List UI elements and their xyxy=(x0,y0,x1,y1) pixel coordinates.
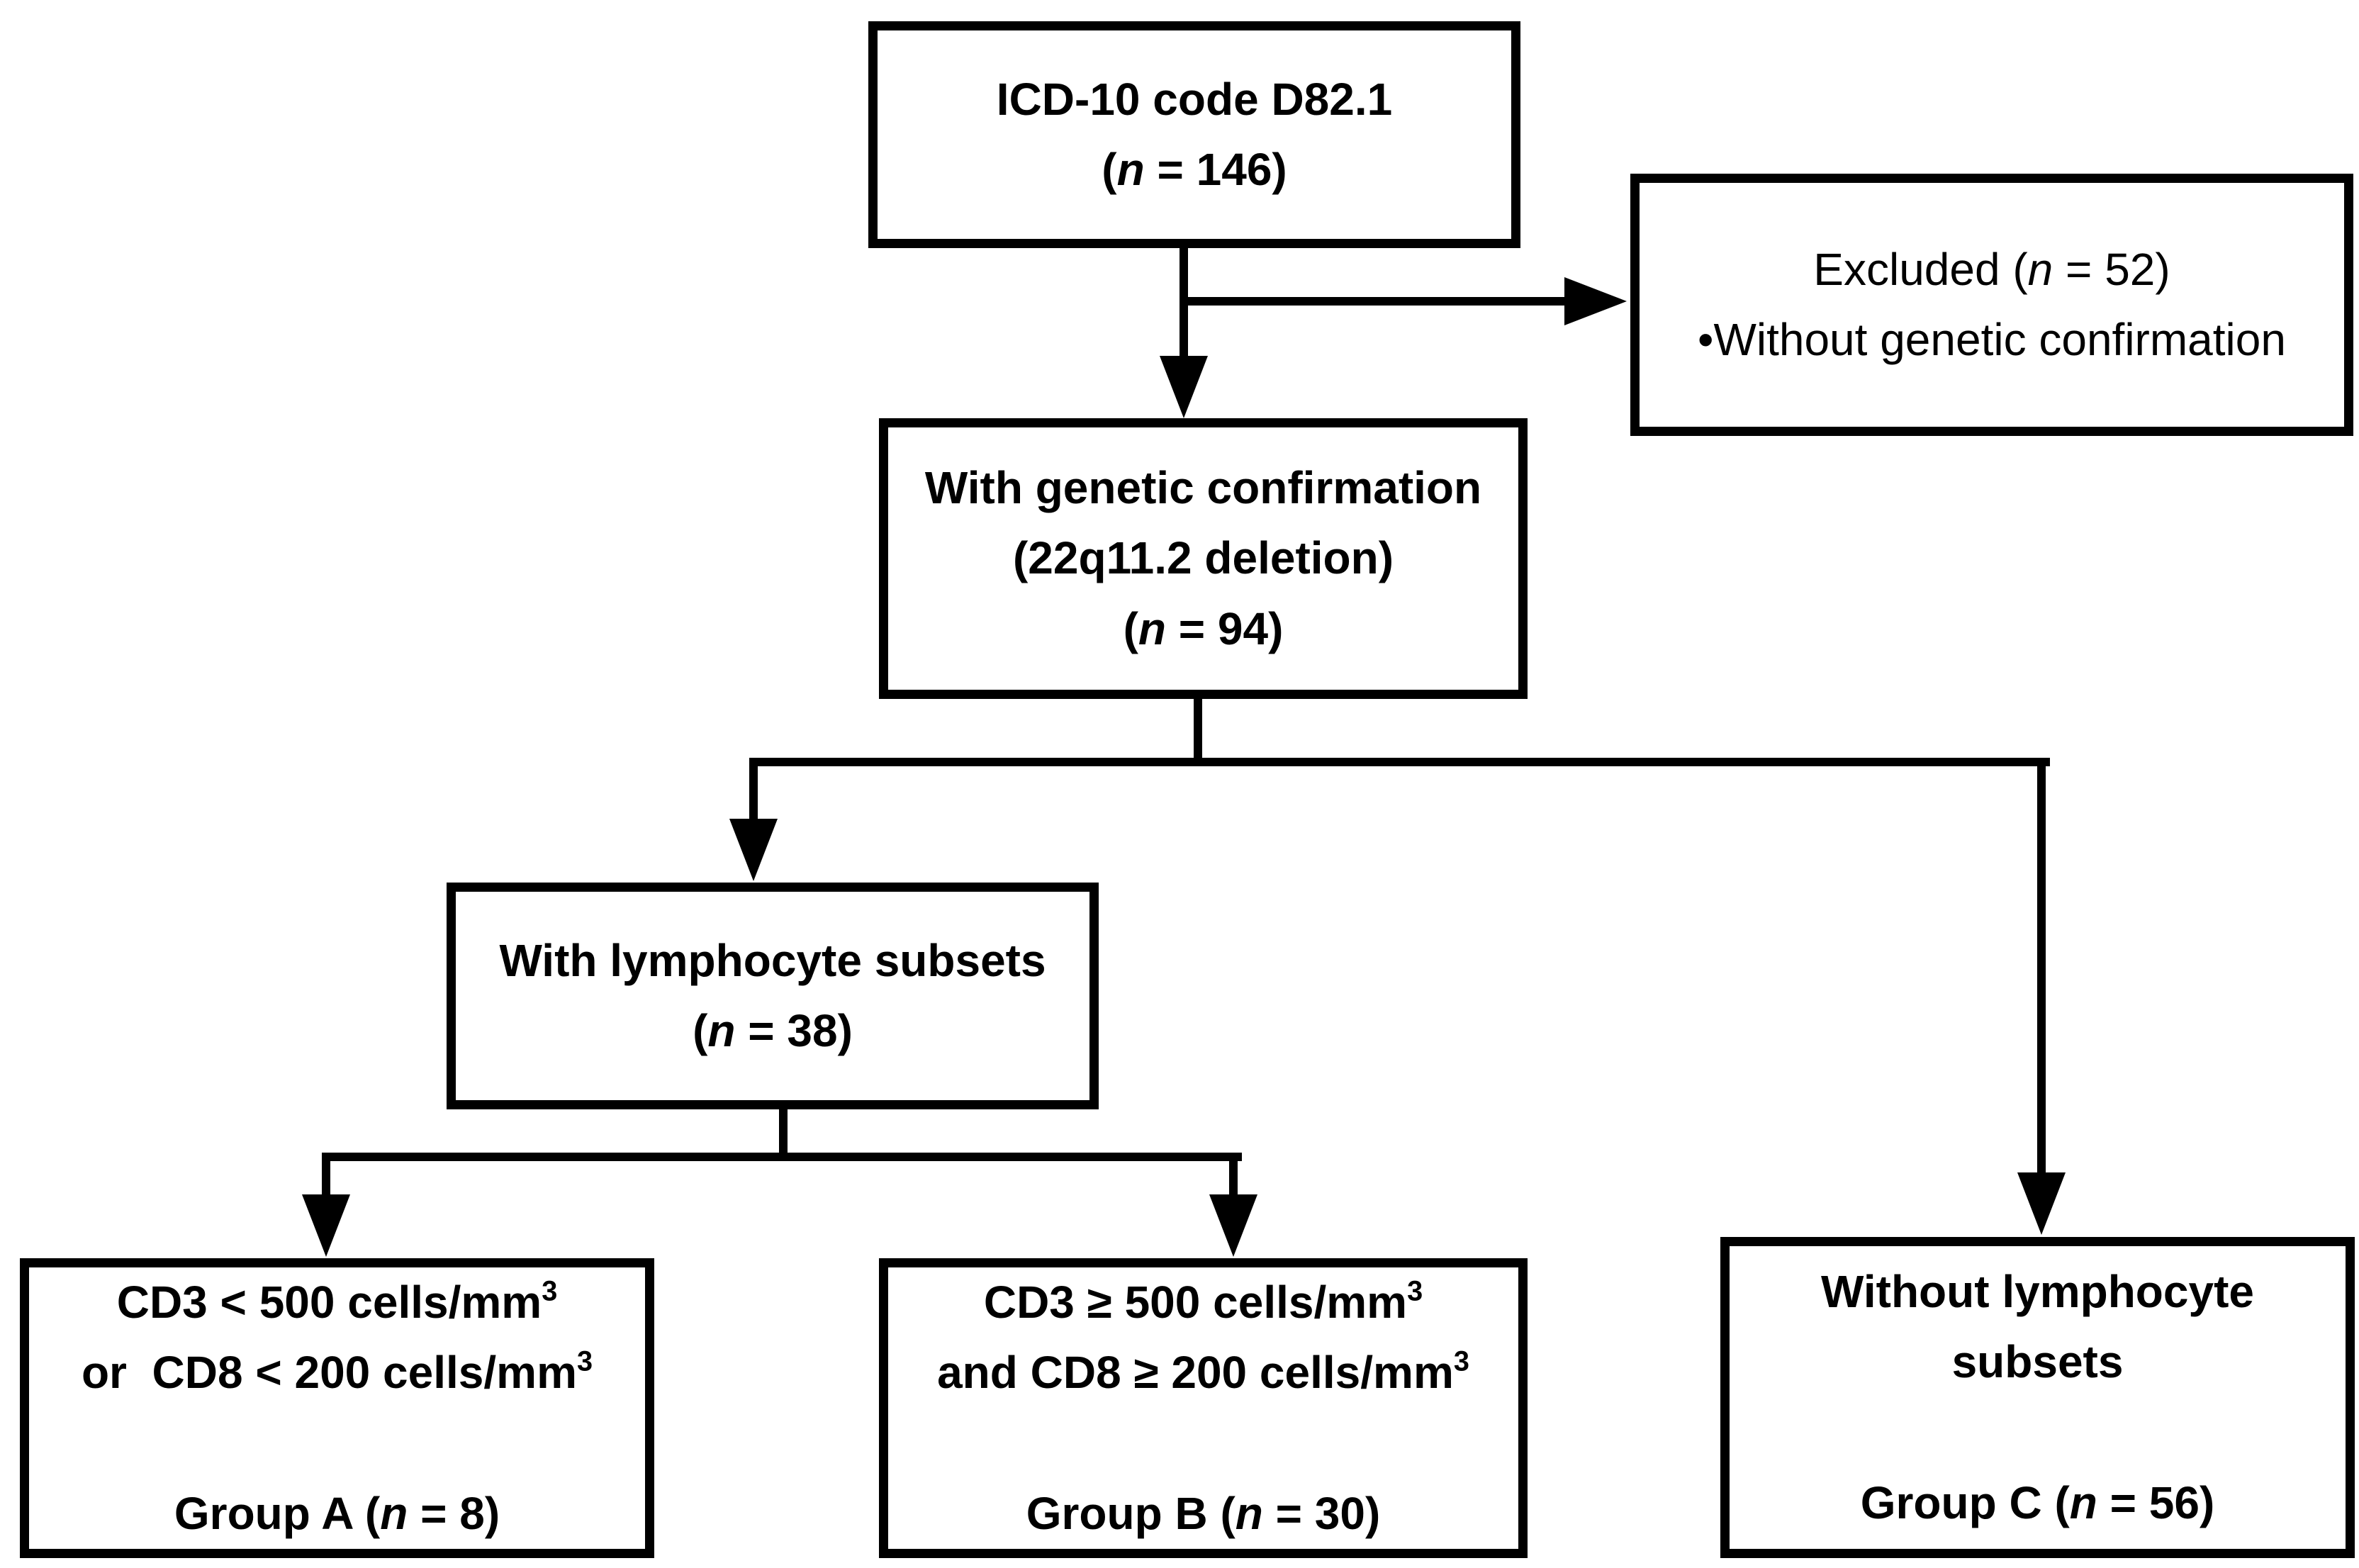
arrowhead-into-groupC-box xyxy=(2017,1172,2066,1235)
connector-to-groupA-vertical xyxy=(322,1153,330,1203)
arrowhead-into-excluded-box xyxy=(1564,277,1627,325)
connector-to-lymph-vertical xyxy=(749,758,758,822)
text-line: With genetic confirmation xyxy=(888,453,1518,523)
text-run: 3 xyxy=(542,1275,558,1307)
text-run: With genetic confirmation xyxy=(924,462,1482,514)
text-line: Without lymphocyte xyxy=(1730,1257,2346,1327)
box-with-lymphocyte-subsets-text: With lymphocyte subsets (n = 38) xyxy=(456,926,1089,1066)
box-genetic-confirmation: With genetic confirmation (22q11.2 deleti… xyxy=(879,418,1528,699)
text-line: With lymphocyte subsets xyxy=(456,926,1089,996)
text-run: (22q11.2 deletion) xyxy=(1012,532,1394,584)
text-run: 3 xyxy=(576,1345,593,1377)
text-line: ICD-10 code D82.1 xyxy=(878,65,1511,135)
text-line xyxy=(888,1409,1518,1479)
text-line: or CD8 < 200 cells/mm3 xyxy=(29,1338,645,1408)
text-run: ( xyxy=(1123,603,1138,654)
text-line xyxy=(29,1409,645,1479)
box-icd-cohort-text: ICD-10 code D82.1 (n = 146) xyxy=(878,65,1511,205)
text-line: subsets xyxy=(1730,1327,2346,1397)
box-excluded: Excluded (n = 52) •Without genetic confir… xyxy=(1630,174,2353,436)
text-line: Excluded (n = 52) xyxy=(1640,235,2344,305)
text-line: Group C (n = 56) xyxy=(1730,1468,2346,1538)
text-run: n xyxy=(2069,1477,2097,1528)
text-run: ( xyxy=(693,1005,708,1056)
text-run: With lymphocyte subsets xyxy=(499,934,1046,986)
text-line: Group A (n = 8) xyxy=(29,1479,645,1549)
text-line: (n = 94) xyxy=(888,594,1518,664)
text-run: subsets xyxy=(1951,1336,2124,1388)
connector-to-groupB-vertical xyxy=(1229,1153,1238,1203)
text-run: ( xyxy=(1102,144,1117,195)
connector-to-groupC-vertical xyxy=(2037,758,2046,1181)
text-run: = 38) xyxy=(735,1005,853,1056)
text-run: 3 xyxy=(1453,1345,1469,1377)
text-run: Group A ( xyxy=(174,1487,381,1539)
box-genetic-confirmation-text: With genetic confirmation (22q11.2 deleti… xyxy=(888,453,1518,664)
text-line xyxy=(1730,1398,2346,1468)
text-line: and CD8 ≥ 200 cells/mm3 xyxy=(888,1338,1518,1408)
text-run: Excluded ( xyxy=(1813,243,2028,295)
text-run: = 52) xyxy=(2053,243,2170,295)
text-run: Without lymphocyte xyxy=(1821,1266,2254,1318)
connector-icd-to-genetic-vertical xyxy=(1180,248,1188,365)
text-line: CD3 ≥ 500 cells/mm3 xyxy=(888,1267,1518,1338)
text-run: •Without genetic confirmation xyxy=(1698,314,2286,365)
text-run: = 94) xyxy=(1165,603,1284,654)
text-run: n xyxy=(2027,243,2053,295)
text-line: (n = 38) xyxy=(456,996,1089,1066)
arrowhead-into-groupB-box xyxy=(1209,1194,1257,1257)
connector-genetic-down-stub xyxy=(1194,698,1202,766)
arrowhead-into-genetic-box xyxy=(1160,356,1208,418)
text-line: Group B (n = 30) xyxy=(888,1479,1518,1549)
text-run: Group B ( xyxy=(1026,1487,1235,1539)
connector-lymph-branch-horizontal xyxy=(322,1153,1242,1161)
box-icd-cohort: ICD-10 code D82.1 (n = 146) xyxy=(868,21,1520,248)
text-run: = 30) xyxy=(1262,1487,1381,1539)
arrowhead-into-groupA-box xyxy=(302,1194,350,1257)
text-run: or CD8 < 200 cells/mm xyxy=(81,1347,577,1399)
text-run: CD3 < 500 cells/mm xyxy=(116,1277,542,1328)
text-line: (n = 146) xyxy=(878,135,1511,205)
connector-to-excluded-horizontal xyxy=(1180,297,1570,306)
text-run: and CD8 ≥ 200 cells/mm xyxy=(937,1347,1454,1399)
text-run: = 8) xyxy=(408,1487,500,1539)
text-line: CD3 < 500 cells/mm3 xyxy=(29,1267,645,1338)
text-run: = 56) xyxy=(2097,1477,2215,1528)
text-run: 3 xyxy=(1407,1275,1423,1307)
connector-lymph-down-stub xyxy=(779,1108,788,1161)
text-run: n xyxy=(1235,1487,1263,1539)
text-run: n xyxy=(380,1487,408,1539)
box-with-lymphocyte-subsets: With lymphocyte subsets (n = 38) xyxy=(447,883,1099,1109)
text-run: Group C ( xyxy=(1860,1477,2070,1528)
text-run: ICD-10 code D82.1 xyxy=(996,73,1393,125)
text-run: n xyxy=(707,1005,736,1056)
connector-genetic-branch-horizontal xyxy=(749,758,2050,766)
text-line: (22q11.2 deletion) xyxy=(888,523,1518,593)
arrowhead-into-lymph-box xyxy=(729,819,778,881)
text-run: = 146) xyxy=(1144,144,1287,195)
text-run: CD3 ≥ 500 cells/mm xyxy=(983,1277,1408,1328)
text-run: n xyxy=(1116,144,1145,195)
text-run: n xyxy=(1138,603,1166,654)
text-line: •Without genetic confirmation xyxy=(1640,305,2344,375)
box-excluded-text: Excluded (n = 52) •Without genetic confir… xyxy=(1640,235,2344,375)
